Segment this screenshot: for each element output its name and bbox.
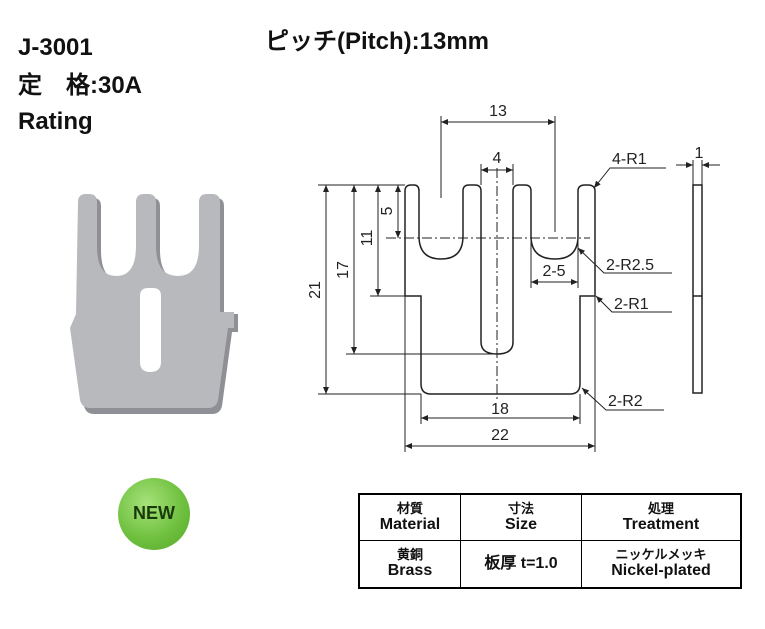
dim-22: 22: [491, 427, 509, 444]
value-treatment-en: Nickel-plated: [611, 562, 711, 580]
spec-header-row: 材質 Material 寸法 Size 処理 Treatment: [358, 493, 742, 541]
header-material-jp: 材質: [396, 500, 423, 516]
header-size: 寸法 Size: [460, 493, 582, 541]
side-view-outline: [692, 184, 703, 394]
header-treatment: 処理 Treatment: [581, 493, 742, 541]
callout-4-r1: 4-R1: [612, 151, 647, 168]
spec-value-row: 黄銅 Brass 板厚 t=1.0 ニッケルメッキ Nickel-plated: [358, 539, 742, 589]
value-material-en: Brass: [387, 562, 433, 580]
front-view-outline: [404, 184, 596, 395]
new-badge: NEW: [118, 478, 190, 550]
value-size: 板厚 t=1.0: [460, 539, 582, 589]
dim-1: 1: [695, 145, 704, 162]
center-lines: [386, 168, 590, 400]
callout-leaders: [577, 167, 672, 411]
dim-13: 13: [489, 103, 507, 120]
value-material-jp: 黄銅: [396, 547, 423, 563]
terminal-part-center-slot: [140, 288, 161, 372]
dim-21: 21: [307, 281, 324, 299]
model-number: J-3001: [18, 34, 93, 61]
dim-2-5: 2-5: [542, 263, 565, 280]
new-badge-label: NEW: [133, 503, 175, 523]
dim-5: 5: [379, 206, 396, 215]
dim-11: 11: [359, 230, 376, 247]
callout-2-r2-5: 2-R2.5: [606, 257, 654, 274]
dim-4: 4: [493, 150, 502, 167]
pitch-label: ピッチ(Pitch):13mm: [265, 28, 490, 55]
value-treatment-jp: ニッケルメッキ: [615, 547, 707, 563]
rating-label-jp: 定 格:30A: [18, 72, 143, 99]
header-treatment-en: Treatment: [622, 515, 700, 533]
header-material-en: Material: [379, 515, 441, 533]
value-size-en: 板厚 t=1.0: [484, 554, 558, 572]
terminal-part-illustration: [70, 194, 238, 414]
callout-2-r1: 2-R1: [614, 296, 649, 313]
header-size-jp: 寸法: [507, 500, 534, 516]
callout-2-r2: 2-R2: [608, 393, 643, 410]
dim-17: 17: [335, 261, 352, 279]
header-treatment-jp: 処理: [647, 500, 674, 516]
value-treatment: ニッケルメッキ Nickel-plated: [581, 539, 742, 589]
dimension-lines: [318, 116, 720, 452]
dim-18: 18: [491, 401, 509, 418]
spec-table: 材質 Material 寸法 Size 処理 Treatment 黄銅 Bras…: [358, 493, 742, 589]
value-material: 黄銅 Brass: [358, 539, 461, 589]
side-view: [692, 184, 703, 394]
rating-label-en: Rating: [18, 108, 93, 135]
header-size-en: Size: [504, 515, 537, 533]
header-material: 材質 Material: [358, 493, 461, 541]
front-view: [404, 184, 596, 395]
